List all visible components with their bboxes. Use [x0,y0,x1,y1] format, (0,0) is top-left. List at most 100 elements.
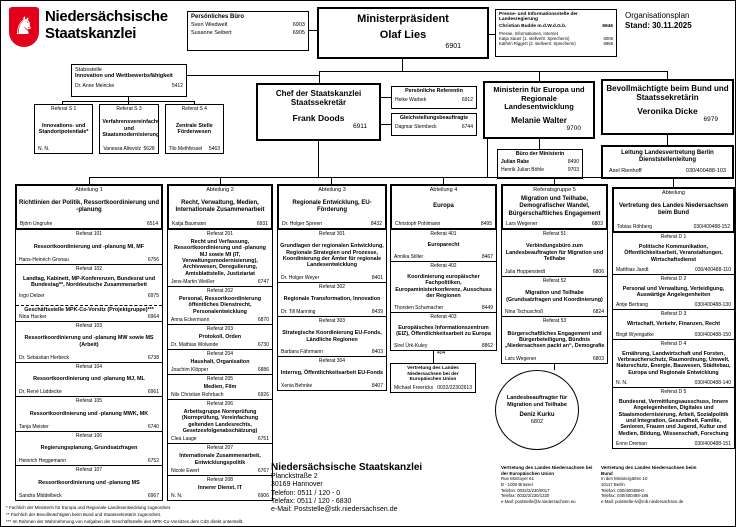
person-name: Dr. René Lüddecke [19,389,62,396]
person-phone: 6744 [461,124,473,130]
person-name: Lars Wegener [506,220,538,227]
person-name: Nina Hacker [19,313,47,320]
address-line: Telefax: 030/400488-186 [601,493,649,499]
footnote-1: * Fachlich der Ministerin für Europa und… [6,505,172,510]
person-phone: 6806 [592,268,604,275]
unit-referat-label: Referat 203 [206,325,234,332]
person-phone: 6738 [147,354,159,361]
chef-der-staatskanzlei-box: Chef der Staatskanzlei Staatssekretär Fr… [256,83,381,141]
unit-name-row: Jens-Martin Weißer 6747 [168,279,272,285]
saxon-steed-horse-icon: ♞ [13,13,35,40]
unit-referat-label: Abteilung 4 [429,187,458,193]
box-title: Gleichstellungsbeauftragte [399,115,469,121]
s-referate-row: Referat S 1 Innovations- und Standortpot… [34,104,224,154]
person-phone: 030/400488-130 [694,302,731,309]
org-unit-box: Referat 207 Internationale Zusammenarbei… [167,443,273,476]
name-row: Michael Freericks 0032/22302613 [391,385,475,391]
unit-name-row: Heinrich Heggemann 6752 [16,458,162,464]
unit-referat-label: Referatsgruppe 5 [533,187,576,193]
person-name: Heike Warbek [395,97,427,103]
unit-name-row: Tobias Röhberg 030/400488-152 [614,224,733,230]
person-name: Xenia Behnke [281,383,313,389]
unit-title: Internationale Zusammenarbeit, Entwicklu… [179,453,261,466]
address-line: B - 1000 Brüssel [501,481,533,487]
bevollmaechtigte-name: Veronika Dicke [637,106,698,117]
unit-title: Ressortkoordinierung und -planung MJ, ML [33,376,145,383]
unit-referat-label: Referat D 3 [660,311,687,318]
org-unit-box: Referat 51 Verbindungsbüro zum Landesbea… [501,229,608,277]
org-unit-box: Referat 202 Personal, Ressortkoordinieru… [167,285,273,325]
org-brand-title: Niedersächsische Staatskanzlei [45,8,168,43]
org-unit-box: Referat D 5 Bundesrat, Vermittlungsaussc… [612,386,735,449]
org-unit-box: Referat 52 Migration und Teilhabe (Grund… [501,275,608,318]
unit-title: Europarecht [427,242,460,249]
person-name: Nicole Ewert [171,467,200,474]
box-title: Büro der Ministerin [515,151,565,157]
unit-title: Politische Kommunikation, Öffentlichkeit… [624,243,723,263]
unit-sub-title: Geschäftsstelle MPK-Co-Vorsitz (Projektg… [24,307,154,314]
unit-title: Ressortkoordinierung und -planung MI, MF [33,243,145,250]
unit-referat-label: Referat 401 [430,231,457,237]
person-phone: 6926 [257,392,269,399]
person-phone: 6730 [257,341,269,348]
bevollmaechtigte-title: Bevollmächtigte beim Bund und Staatssekr… [606,84,729,103]
stabsstelle-title: Innovation und Wettbewerbsfähigkeit [75,73,173,79]
unit-referat-label: Referat S 3 [116,106,142,112]
person-name: Nils Christian Rohrbach [171,392,224,399]
person-name: Annika Stiller [394,253,424,260]
person-name: Björn Ungruhe [20,221,53,227]
unit-title: Migration und Teilhabe, Demografischer W… [508,196,601,217]
unit-title: Verbindungsbüro zum Landesbeauftragten f… [505,243,604,263]
org-unit-box: Referat 107 Ressortkoordinierung und -pl… [15,465,163,501]
unit-referat-label: Referat 52 [542,277,567,284]
org-unit-box: Referat 208 Innerer Dienst, IT N. N. 690… [167,474,273,501]
brand-line-1: Niedersächsische [45,8,168,25]
name-row: Dagmar Sternbeck 6744 [394,124,474,130]
address-line: e-Mail: poststelle@lv.niedersachsen.eu [501,499,576,505]
person-name: Julia Hoppenstedt [505,268,546,275]
unit-title: Bundesrat, Vermittlungsausschuss, Innere… [618,398,729,437]
unit-title: Zentrale Stelle Förderwesen [175,122,213,135]
unit-name-row: Sandra Middelbeck 6967 [16,493,162,499]
unit-name-row: Thorsten Schumacher 8449 [391,305,496,311]
unit-title: Regierungsplanung, Grundsatzfragen [40,445,138,452]
plan-label: Organisationsplan [625,11,690,20]
unit-name-row: Hans-Heinrich Gronau 6756 [16,257,162,263]
org-unit-box: Referat 104 Ressortkoordinierung und -pl… [15,361,163,398]
person-phone: 6514 [146,221,158,227]
person-phone: 8432 [370,221,382,227]
unit-referat-label: Referat 101 [75,231,103,237]
org-unit-box: Referat D 2 Personal und Verwaltung, Ver… [612,273,735,311]
unit-referat-label: Referat 105 [75,398,103,405]
ministerin-name: Melanie Walter [511,115,567,125]
address-line: Rue Montoyer 61 [501,476,534,481]
unit-referat-label: Abteilung [662,190,685,196]
unit-name-row: Anna Eckermann 6870 [168,317,272,323]
column-abteilung-1: Abteilung 1 Richtlinien der Politik, Res… [15,184,163,501]
unit-title: Koordinierung europäischer Fachpolitiken… [395,274,492,300]
leitung-title: Leitung Landesvertretung Berlin Dienstst… [603,150,732,164]
unit-name-row: Lars Wegener 6803 [502,356,607,362]
unit-title: Recht, Verwaltung, Medien, International… [175,199,265,213]
person-phone: 8439 [371,308,383,315]
address-line: 30169 Hannover [271,481,323,489]
person-phone: 6756 [147,256,159,263]
org-unit-box: Referat 205 Medien, Film Nils Christian … [167,374,273,401]
person-name: Michael Freericks [394,385,434,391]
box-title: Persönliche Referentin [405,88,463,94]
unit-title: Wirtschaft, Verkehr, Finanzen, Recht [626,321,721,328]
cds-phone: 6911 [353,123,367,130]
person-name: Clea Laage [171,436,197,443]
person-name: Thorsten Schumacher [394,304,444,311]
leitung-landesvertretung-berlin-box: Leitung Landesvertretung Berlin Dienstst… [601,145,734,179]
person-phone: 6752 [147,458,159,465]
person-phone: 5412 [171,83,183,89]
org-unit-box: Referat 301 Grundlagen der regionalen En… [277,229,387,283]
landesbeauftragter-phone: 6802 [530,418,544,425]
unit-name-row: N. N. 6906 [168,493,272,499]
person-name: Tanja Meister [19,423,49,430]
org-unit-box: Abteilung 2 Recht, Verwaltung, Medien, I… [167,184,273,230]
unit-referat-label: Referat 403 [430,313,457,320]
unit-name-row: Tilo Methfessel 5463 [166,146,223,152]
stabsstelle-label: Stabsstelle [75,67,102,73]
